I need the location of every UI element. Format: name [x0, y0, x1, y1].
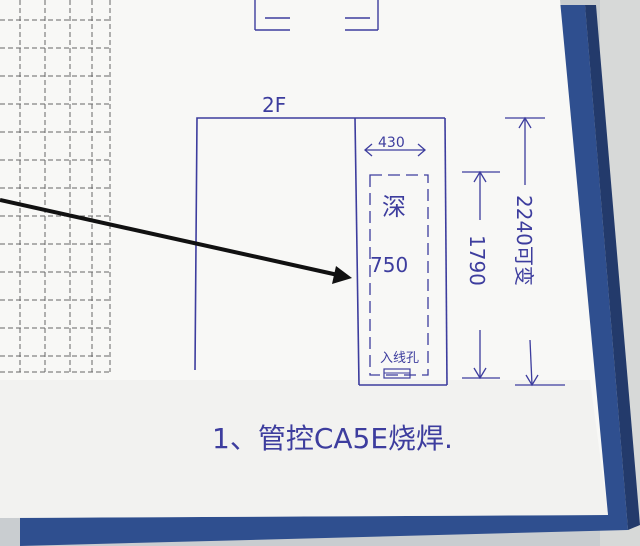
width-dimension — [364, 143, 426, 157]
width-label: 430 — [378, 135, 405, 151]
total-height-dimension — [505, 116, 565, 387]
depth-value: 750 — [370, 253, 408, 277]
inner-height-label: 1790 — [465, 235, 489, 286]
paper-shading — [0, 380, 608, 518]
binder-edge-shadow — [585, 5, 640, 530]
note-text: 1、管控CA5E烧焊. — [212, 422, 453, 455]
total-height-label: 2240可变 — [512, 195, 536, 286]
depth-word: 深 — [382, 193, 406, 221]
top-partial-sketch — [254, 0, 379, 31]
dashed-grid — [0, 0, 111, 373]
cabinet-sketch — [194, 117, 448, 386]
pointer-arrow — [0, 198, 352, 284]
hole-label: 入线孔 — [380, 351, 419, 366]
inner-compartment — [369, 174, 429, 376]
floor-label: 2F — [262, 93, 286, 117]
inner-height-dimension — [462, 170, 500, 380]
